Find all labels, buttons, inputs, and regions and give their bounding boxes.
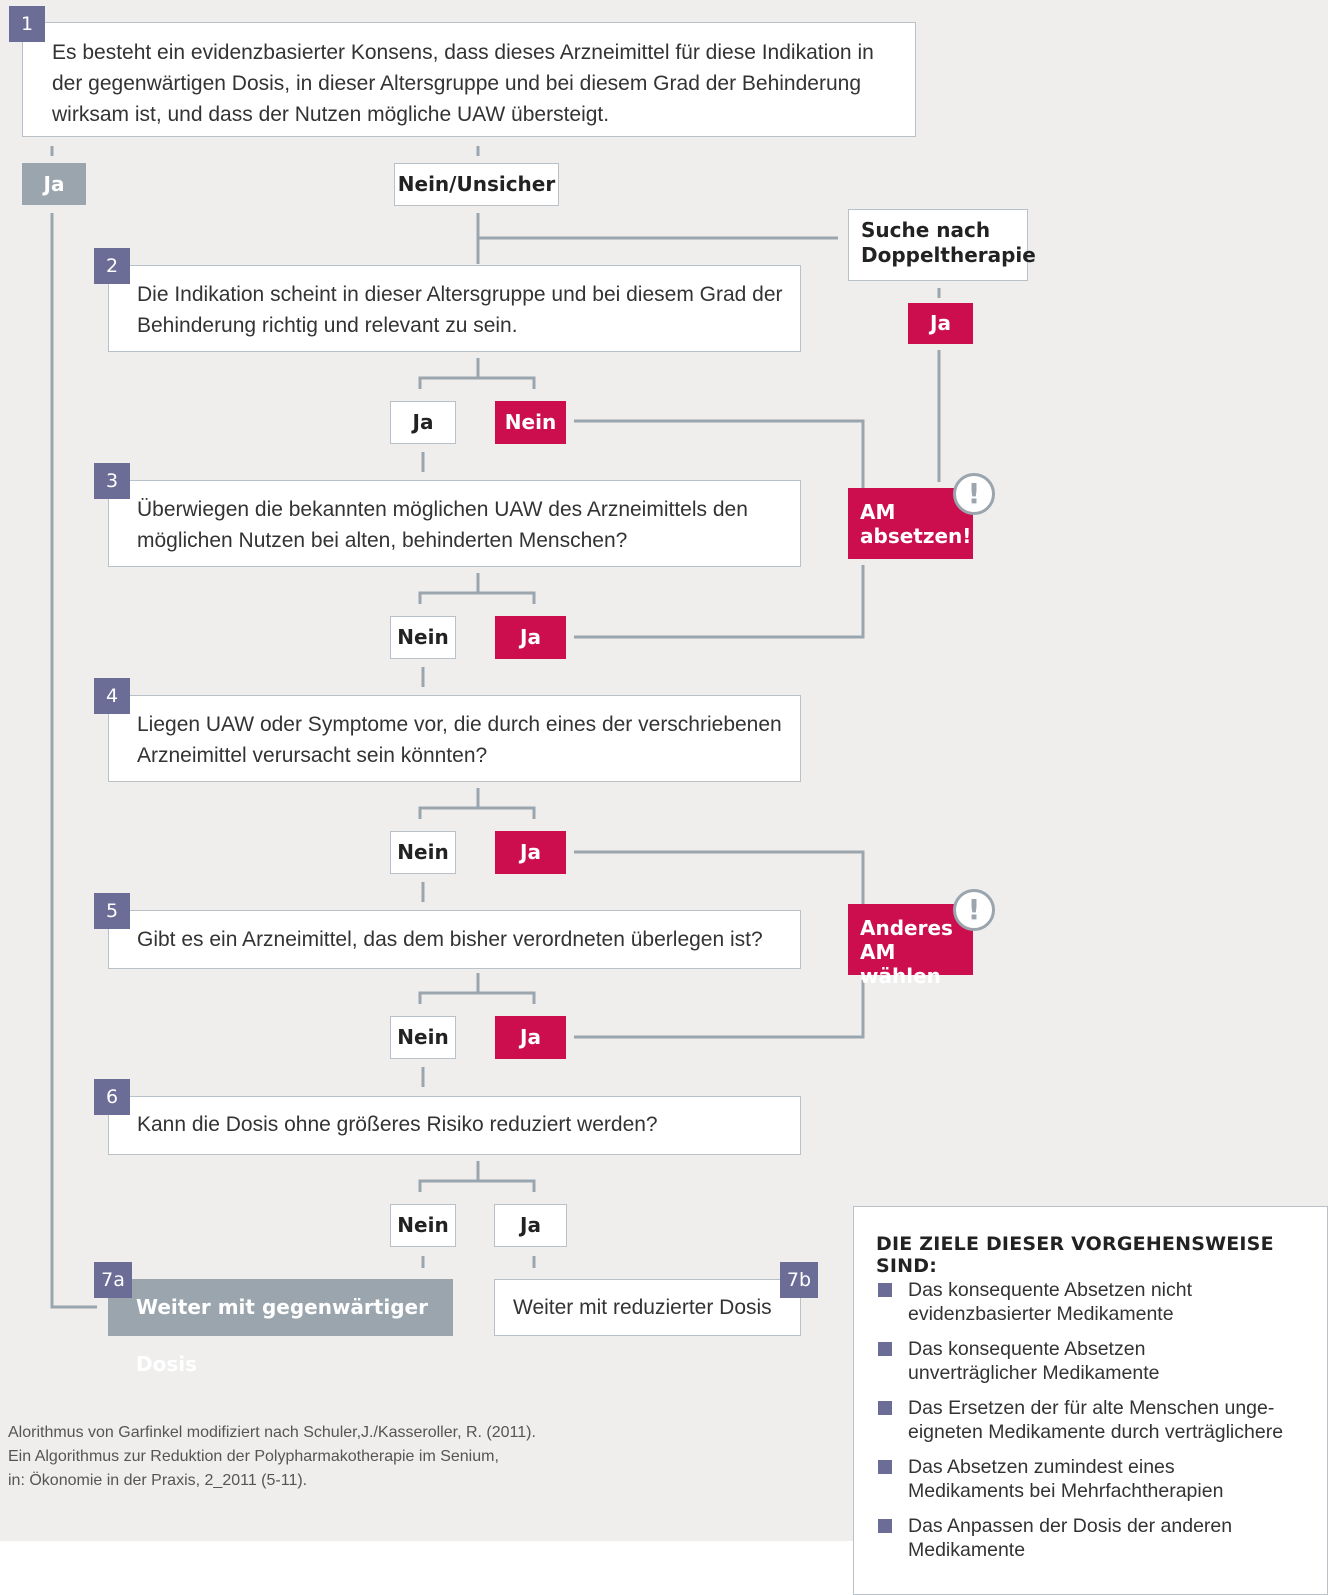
step-1-no-label: Nein/Unsicher: [394, 163, 559, 206]
bullet-square-icon: [878, 1283, 892, 1297]
duplicate-yes-label: Ja: [908, 303, 973, 344]
choose-other-line2: AM wählen: [860, 940, 941, 988]
step-2-box: Die Indikation scheint in dieser Altersg…: [108, 265, 801, 352]
goal-item-line2: unverträglicher Medikamente: [908, 1362, 1160, 1384]
goal-item-line1: Das konsequente Absetzen: [908, 1338, 1146, 1360]
step-4-text: Liegen UAW oder Symptome vor, die durch …: [137, 713, 782, 767]
source-line1: Alorithmus von Garfinkel modifiziert nac…: [8, 1424, 536, 1441]
step-6-yes-label: Ja: [494, 1204, 567, 1247]
step-2-number: 2: [94, 248, 130, 284]
bullet-square-icon: [878, 1401, 892, 1415]
step-1-number: 1: [9, 6, 45, 42]
goal-item-line2: Medikaments bei Mehrfachtherapien: [908, 1480, 1224, 1502]
goal-item: Das Ersetzen der für alte Menschen unge-…: [878, 1396, 1318, 1444]
bullet-square-icon: [878, 1342, 892, 1356]
goal-item-line2: evidenzbasierter Medikamente: [908, 1303, 1174, 1325]
step-6-box: Kann die Dosis ohne größeres Risiko redu…: [108, 1096, 801, 1155]
step-1-box: Es besteht ein evidenzbasierter Konsens,…: [22, 22, 916, 137]
source-citation: Alorithmus von Garfinkel modifiziert nac…: [8, 1421, 536, 1493]
choose-other-medication-box: Anderes AM wählen: [848, 904, 973, 988]
step-3-number: 3: [94, 463, 130, 499]
duplicate-therapy-line2: Doppeltherapie: [861, 243, 1036, 267]
step-6-text: Kann die Dosis ohne größeres Risiko redu…: [137, 1113, 658, 1136]
step-7b-number: 7b: [780, 1262, 818, 1298]
goal-item-line1: Das Anpassen der Dosis der anderen: [908, 1515, 1233, 1537]
step-2-text: Die Indikation scheint in dieser Altersg…: [137, 283, 783, 337]
step-3-box: Überwiegen die bekannten möglichen UAW d…: [108, 480, 801, 567]
duplicate-therapy-line1: Suche nach: [861, 218, 991, 242]
step-5-yes-label: Ja: [495, 1016, 566, 1059]
goal-item-line2: Medikamente: [908, 1539, 1026, 1561]
step-5-text: Gibt es ein Arzneimittel, das dem bisher…: [137, 928, 763, 951]
step-1-yes-label: Ja: [22, 163, 86, 205]
source-line2: Ein Algorithmus zur Reduktion der Polyph…: [8, 1448, 499, 1465]
step-4-box: Liegen UAW oder Symptome vor, die durch …: [108, 695, 801, 782]
stop-medication-line2: absetzen!: [860, 524, 972, 548]
goal-item-line1: Das Ersetzen der für alte Menschen unge-: [908, 1397, 1275, 1419]
goal-item-line2: eigneten Medikamente durch verträglicher…: [908, 1421, 1284, 1443]
bullet-square-icon: [878, 1460, 892, 1474]
step-7b-box: Weiter mit reduzierter Dosis: [494, 1279, 801, 1336]
goals-panel: DIE ZIELE DIESER VORGEHENSWEISE SIND: Da…: [853, 1206, 1328, 1595]
step-3-text: Überwiegen die bekannten möglichen UAW d…: [137, 498, 748, 552]
source-line3: in: Ökonomie in der Praxis, 2_2011 (5-11…: [8, 1472, 308, 1489]
goal-item-line1: Das Absetzen zumindest eines: [908, 1456, 1175, 1478]
step-1-text: Es besteht ein evidenzbasierter Konsens,…: [52, 41, 874, 126]
step-7b-text: Weiter mit reduzierter Dosis: [513, 1296, 772, 1319]
step-3-yes-label: Ja: [495, 616, 566, 659]
warning-icon: !: [953, 889, 995, 931]
bullet-square-icon: [878, 1519, 892, 1533]
step-7a-box: Weiter mit gegenwärtiger Dosis: [108, 1279, 453, 1376]
goal-item-line1: Das konsequente Absetzen nicht: [908, 1279, 1193, 1301]
step-4-no-label: Nein: [390, 831, 456, 874]
step-4-number: 4: [94, 678, 130, 714]
duplicate-therapy-box: Suche nach Doppeltherapie: [848, 209, 1036, 281]
step-2-no-label: Nein: [495, 401, 566, 444]
choose-other-line1: Anderes: [860, 916, 953, 940]
goals-title: DIE ZIELE DIESER VORGEHENSWEISE SIND:: [876, 1233, 1274, 1277]
warning-icon: !: [953, 473, 995, 515]
step-6-number: 6: [94, 1079, 130, 1115]
step-6-no-label: Nein: [390, 1204, 456, 1247]
step-5-box: Gibt es ein Arzneimittel, das dem bisher…: [108, 910, 801, 969]
step-7a-text: Weiter mit gegenwärtiger Dosis: [136, 1295, 428, 1376]
stop-medication-box: AM absetzen!: [848, 488, 973, 559]
step-3-no-label: Nein: [390, 616, 456, 659]
step-7a-number: 7a: [94, 1262, 132, 1298]
step-4-yes-label: Ja: [495, 831, 566, 874]
stop-medication-line1: AM: [860, 500, 896, 524]
step-2-yes-label: Ja: [390, 401, 456, 444]
step-5-no-label: Nein: [390, 1016, 456, 1059]
step-5-number: 5: [94, 893, 130, 929]
